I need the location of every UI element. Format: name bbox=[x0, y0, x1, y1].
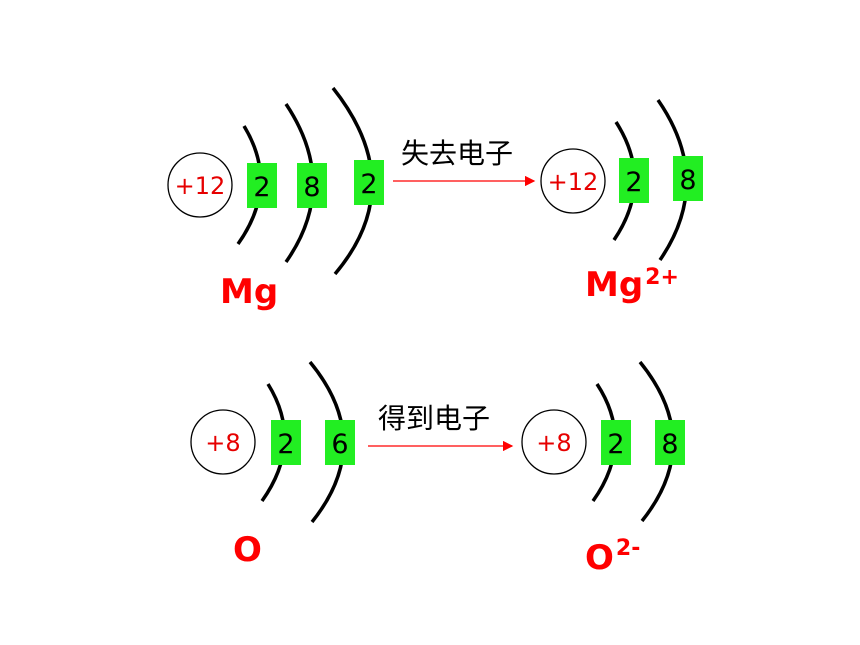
o-atom: +8 2 6 O bbox=[190, 360, 355, 570]
o-ion-shell-1-box bbox=[601, 420, 631, 465]
mg-ion-shell-1-count: 2 bbox=[625, 167, 642, 198]
o-shell-2-box bbox=[325, 420, 355, 465]
mg-ion-symbol: Mg2+ bbox=[585, 265, 679, 305]
lose-electrons-label: 失去电子 bbox=[401, 137, 513, 170]
mg-ion-shell-1-box bbox=[619, 158, 649, 203]
mg-shell-2-box bbox=[297, 163, 327, 208]
mg-shell-2-count: 8 bbox=[303, 172, 320, 203]
o-ion-nucleus-charge: +8 bbox=[536, 429, 571, 457]
mg-nucleus bbox=[167, 152, 233, 218]
o-shell-1-box bbox=[271, 420, 301, 465]
mg-ion-nucleus-charge: +12 bbox=[548, 168, 599, 196]
mg-nucleus-charge: +12 bbox=[175, 172, 226, 200]
o-ion-shell-2-count: 8 bbox=[661, 429, 678, 460]
mg-ion: +12 2 8 Mg2+ bbox=[540, 99, 703, 305]
o-shell-1-count: 2 bbox=[277, 429, 294, 460]
mg-ion-shell-2-box bbox=[673, 156, 703, 201]
mg-ion-charge: 2+ bbox=[645, 265, 679, 290]
mg-ion-shell-2-count: 8 bbox=[679, 165, 696, 196]
gain-electrons-label: 得到电子 bbox=[378, 402, 490, 435]
o-ion: +8 2 8 O2- bbox=[521, 360, 685, 578]
o-nucleus bbox=[190, 409, 256, 475]
o-ion-symbol: O2- bbox=[585, 536, 640, 578]
o-arrow: 得到电子 bbox=[368, 402, 514, 452]
mg-symbol: Mg bbox=[220, 272, 278, 312]
mg-arrow: 失去电子 bbox=[393, 137, 536, 187]
o-ion-charge: 2- bbox=[616, 536, 640, 561]
mg-atom: +12 2 8 2 Mg bbox=[167, 86, 384, 312]
o-ion-shell-2-box bbox=[655, 420, 685, 465]
o-ion-nucleus bbox=[521, 409, 587, 475]
mg-ion-nucleus bbox=[540, 148, 606, 214]
mg-shell-3-count: 2 bbox=[360, 169, 377, 200]
o-symbol: O bbox=[233, 530, 262, 570]
o-nucleus-charge: +8 bbox=[205, 429, 240, 457]
o-shell-2-count: 6 bbox=[331, 429, 348, 460]
o-ion-shell-1-count: 2 bbox=[607, 429, 624, 460]
mg-shell-3-box bbox=[354, 160, 384, 205]
mg-shell-1-box bbox=[247, 163, 277, 208]
mg-shell-1-count: 2 bbox=[253, 172, 270, 203]
